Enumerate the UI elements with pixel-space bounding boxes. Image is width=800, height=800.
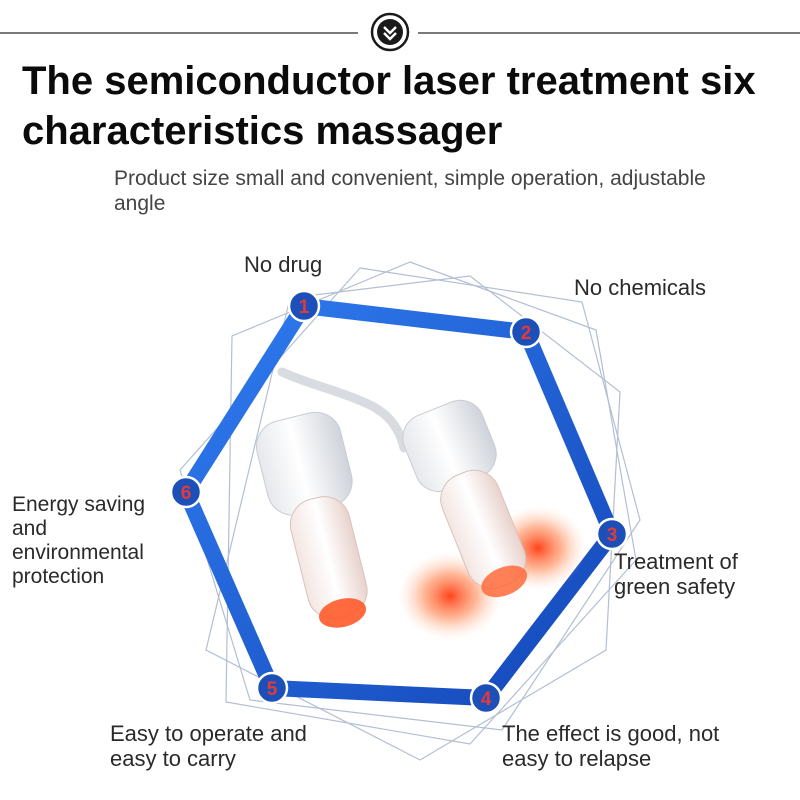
feature-node-1: 1	[287, 289, 321, 323]
feature-label-1: No drug	[244, 252, 323, 277]
feature-label-5: Easy to operate and easy to carry	[110, 721, 307, 771]
feature-node-2-number: 2	[521, 323, 532, 344]
feature-node-5: 5	[255, 671, 289, 705]
top-divider-left	[0, 32, 358, 34]
feature-label-6: Energy saving and environmental protecti…	[12, 493, 146, 588]
decorative-hexagon-outlines	[179, 261, 641, 761]
double-chevron-down-icon	[370, 12, 410, 52]
feature-node-3-number: 3	[607, 525, 618, 546]
feature-node-4-number: 4	[481, 689, 492, 710]
page-title: The semiconductor laser treatment six ch…	[22, 59, 756, 153]
feature-node-6: 6	[169, 475, 203, 509]
feature-node-3: 3	[595, 517, 629, 551]
feature-label-3: Treatment of green safety	[614, 549, 738, 599]
feature-label-4: The effect is good, not easy to relapse	[502, 721, 720, 771]
top-divider-right	[418, 32, 800, 34]
page-subtitle: Product size small and convenient, simpl…	[114, 167, 706, 215]
feature-node-5-number: 5	[267, 679, 278, 700]
feature-node-4: 4	[469, 681, 503, 715]
feature-node-6-number: 6	[181, 483, 192, 504]
feature-hexagon	[178, 298, 620, 706]
feature-node-2: 2	[509, 315, 543, 349]
feature-node-1-number: 1	[299, 297, 310, 318]
feature-label-2: No chemicals	[574, 275, 707, 300]
laser-massager-illustration	[255, 367, 586, 640]
